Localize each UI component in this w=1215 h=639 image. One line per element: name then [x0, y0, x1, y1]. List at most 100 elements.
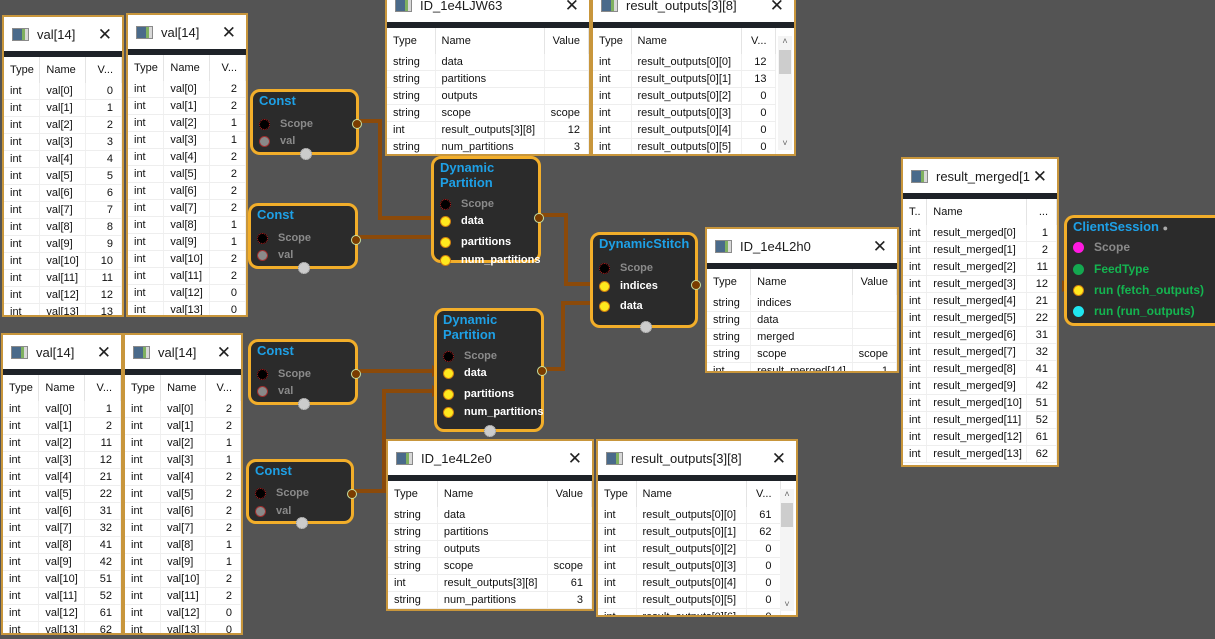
- panel-title-bar[interactable]: result_merged[1...✕: [903, 159, 1057, 193]
- column-header[interactable]: Value: [544, 28, 589, 54]
- close-icon[interactable]: ✕: [96, 342, 111, 362]
- column-header[interactable]: Name: [750, 269, 853, 295]
- const-node-3[interactable]: Const Scope val: [248, 339, 361, 410]
- column-header[interactable]: Name: [926, 199, 1028, 225]
- column-header[interactable]: Value: [852, 269, 897, 295]
- scroll-thumb[interactable]: [779, 50, 791, 74]
- const-node-4[interactable]: Const Scope val: [246, 459, 357, 529]
- column-header[interactable]: Name: [435, 28, 545, 54]
- panel-title-bar[interactable]: val[14]✕: [4, 17, 122, 51]
- column-header[interactable]: T..: [903, 199, 928, 225]
- pin-scope[interactable]: Scope: [443, 350, 497, 362]
- pin-scope[interactable]: Scope: [257, 368, 311, 380]
- dynamic-partition-node-1[interactable]: Dynamic Partition Scope data partitions …: [431, 156, 544, 266]
- column-header[interactable]: Name: [39, 57, 87, 83]
- close-icon[interactable]: ✕: [1032, 166, 1047, 186]
- close-icon[interactable]: ✕: [771, 448, 786, 468]
- dynamic-stitch-node[interactable]: DynamicStitch Scope indices data: [590, 232, 701, 333]
- panel-title-bar[interactable]: val[14]✕: [125, 335, 241, 369]
- output-pin[interactable]: [537, 366, 547, 376]
- pin-scope[interactable]: Scope: [255, 487, 309, 499]
- column-header[interactable]: V...: [746, 481, 781, 507]
- pin-scope[interactable]: Scope: [259, 118, 313, 130]
- column-header[interactable]: V...: [741, 28, 776, 54]
- panel-title-bar[interactable]: val[14]✕: [3, 335, 121, 369]
- column-header[interactable]: Type: [125, 375, 162, 401]
- const-node-2[interactable]: Const Scope val: [248, 203, 361, 274]
- column-header[interactable]: V...: [209, 55, 246, 81]
- output-pin[interactable]: [352, 119, 362, 129]
- scrollbar[interactable]: ˄˅: [780, 489, 794, 611]
- column-header[interactable]: Type: [593, 28, 632, 54]
- client-session-node[interactable]: ClientSession ● Scope FeedType run (fetc…: [1064, 215, 1215, 326]
- column-header[interactable]: Name: [631, 28, 742, 54]
- close-icon[interactable]: ✕: [769, 0, 784, 15]
- output-pin[interactable]: [351, 235, 361, 245]
- panel-title-bar[interactable]: val[14]✕: [128, 15, 246, 49]
- pin-indices[interactable]: indices: [599, 280, 658, 292]
- output-pin[interactable]: [351, 369, 361, 379]
- pin-val[interactable]: val: [257, 249, 293, 261]
- column-header[interactable]: Name: [38, 375, 86, 401]
- pin-scope[interactable]: Scope: [257, 232, 311, 244]
- pin-scope[interactable]: Scope: [440, 198, 494, 210]
- column-header[interactable]: Type: [387, 28, 436, 54]
- column-header[interactable]: Type: [128, 55, 165, 81]
- bottom-pin[interactable]: [640, 321, 652, 333]
- column-header[interactable]: Type: [3, 375, 40, 401]
